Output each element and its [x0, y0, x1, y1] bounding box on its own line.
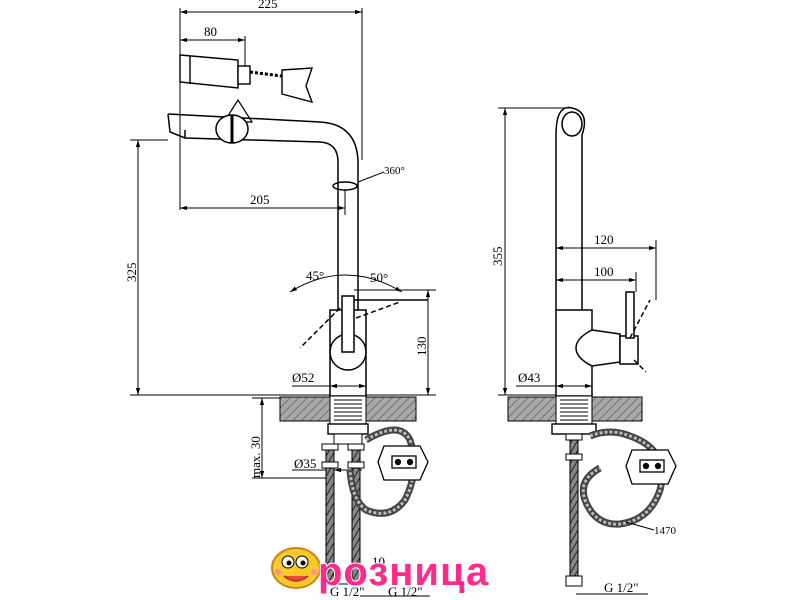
dim-355: 355: [490, 247, 505, 267]
dim-thread-a: G 1/2": [330, 584, 365, 599]
dim-45deg: 45°: [306, 268, 324, 283]
spout-icon: [167, 113, 359, 310]
dim-thread-right: G 1/2": [604, 580, 639, 595]
dim-hidden-10: 10: [372, 554, 385, 569]
counterweight-icon: [377, 445, 429, 481]
dim-thread-b: G 1/2": [388, 584, 423, 599]
dim-d35: Ø35: [294, 456, 316, 471]
side-counterweight-icon: [625, 449, 677, 485]
dim-d43: Ø43: [518, 370, 540, 385]
dim-360: 360°: [384, 165, 405, 177]
dim-max30: max. 30: [248, 436, 263, 478]
side-view: [498, 106, 677, 595]
faucet-body-icon: [299, 295, 428, 397]
mascot-icon: [271, 547, 321, 589]
brand-name: розница: [318, 550, 489, 594]
dimension-labels: 225 80 360° 205 325 45° 50° 130 Ø52 max.…: [124, 0, 677, 599]
dim-205: 205: [250, 192, 270, 207]
dim-80: 80: [204, 24, 217, 39]
brand-watermark: розница: [271, 547, 489, 595]
front-view: [130, 8, 436, 597]
dim-50deg: 50°: [370, 270, 388, 285]
dim-130: 130: [414, 337, 429, 357]
spray-head-icon: [179, 54, 314, 104]
dim-d52: Ø52: [292, 370, 314, 385]
dim-120: 120: [594, 232, 614, 247]
dim-225: 225: [258, 0, 278, 11]
dim-100: 100: [594, 264, 614, 279]
dim-1470: 1470: [654, 525, 677, 537]
side-body-icon: [555, 291, 651, 397]
dim-325: 325: [124, 263, 139, 283]
